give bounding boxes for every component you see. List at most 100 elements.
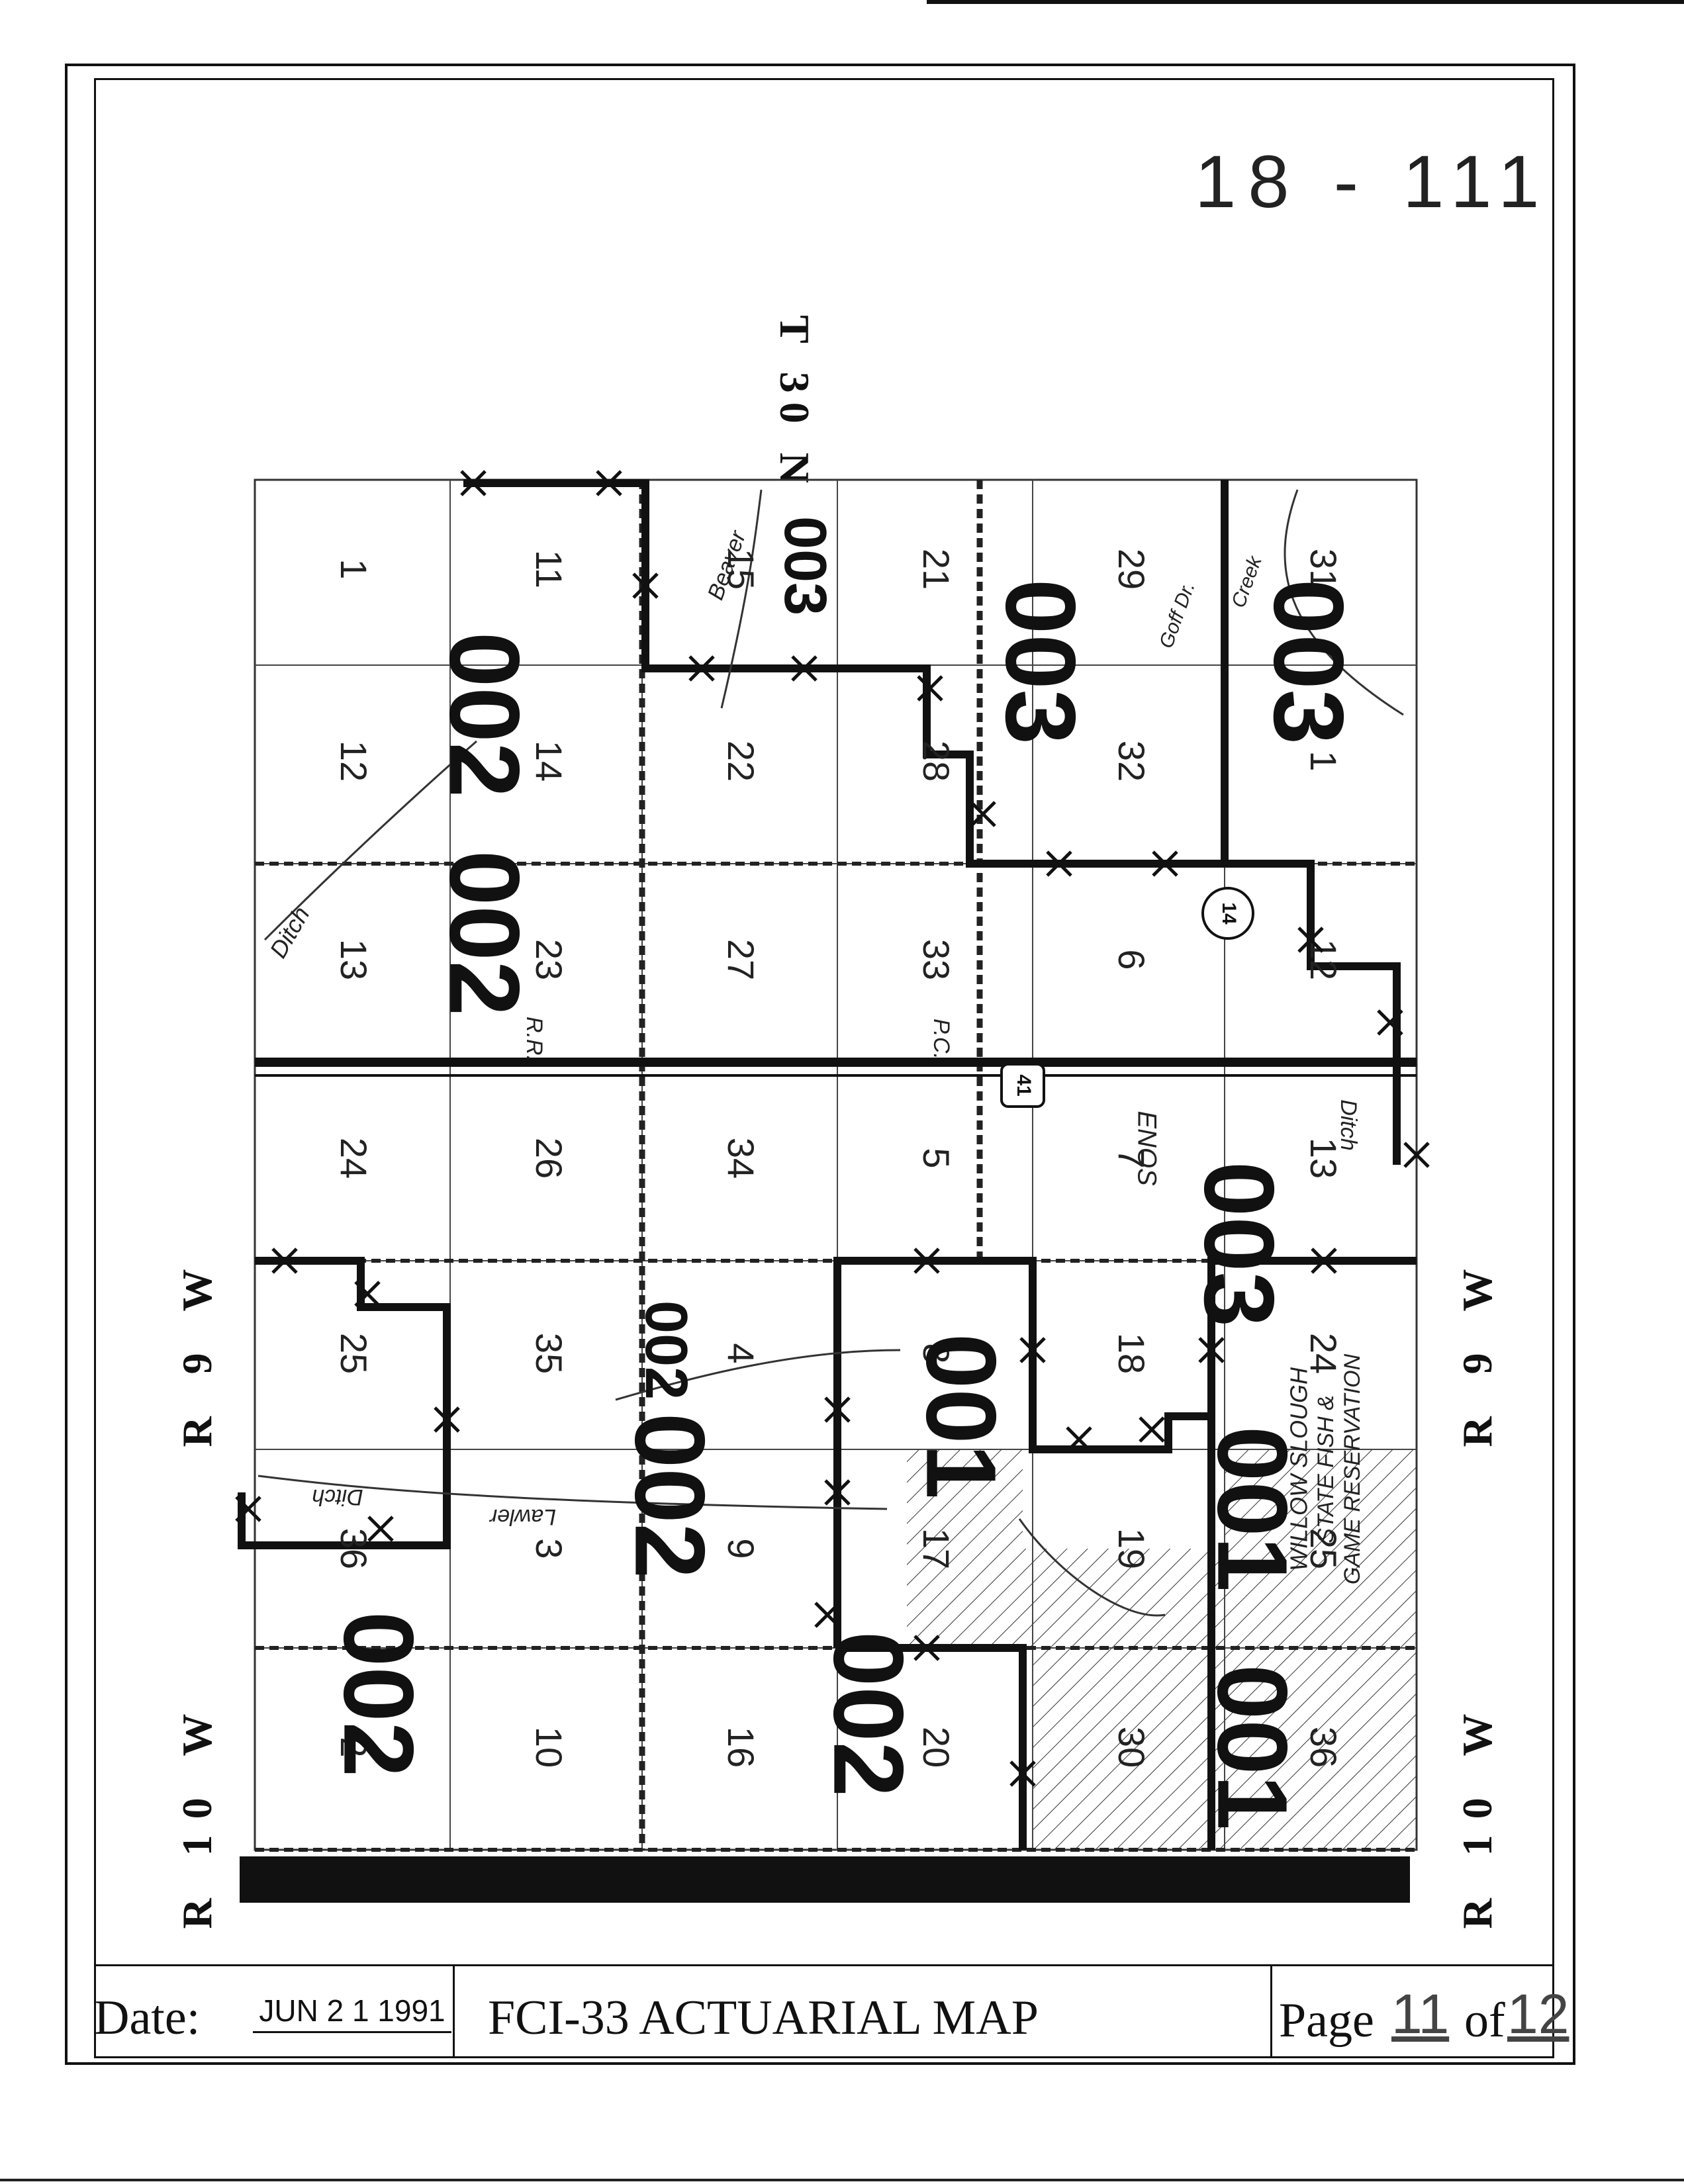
section-number: 14 xyxy=(528,741,570,782)
boundary-tick-mark xyxy=(1311,1248,1337,1274)
zone-label: 001 xyxy=(1197,1664,1308,1830)
of-label: of xyxy=(1464,1993,1505,2048)
section-number: 13 xyxy=(1303,1138,1344,1179)
section-number: 35 xyxy=(528,1333,570,1374)
section-number: 26 xyxy=(528,1138,570,1179)
footer-bar: Date: JUN 2 1 1991 FCI-33 ACTUARIAL MAP … xyxy=(94,1964,1569,2058)
route-marker-label: 14 xyxy=(1218,902,1240,925)
section-number: 13 xyxy=(333,939,375,980)
boundary-tick-mark xyxy=(1198,1337,1225,1363)
section-number: 18 xyxy=(1111,1333,1152,1374)
section-number: 29 xyxy=(1111,549,1152,590)
boundary-tick-mark xyxy=(460,470,487,496)
section-number: 12 xyxy=(1303,939,1344,980)
section-number: 17 xyxy=(915,1528,957,1569)
map-outline xyxy=(254,478,1418,1851)
zone-label: 003 xyxy=(1184,1161,1295,1327)
boundary-tick-mark xyxy=(1046,850,1072,877)
feature-label: Goff Dr. xyxy=(1155,579,1199,651)
boundary-tick-mark xyxy=(596,470,622,496)
boundary-tick-mark xyxy=(235,1496,261,1522)
feature-label: P.C. xyxy=(929,1019,954,1060)
boundary-tick-mark xyxy=(917,675,943,702)
waterway-line xyxy=(1018,1518,1166,1617)
boundary-tick-mark xyxy=(814,1602,841,1628)
feature-label: R.R. xyxy=(522,1017,547,1062)
waterway-line xyxy=(263,740,477,941)
section-number: 4 xyxy=(720,1343,762,1363)
boundary-tick-mark xyxy=(1403,1142,1430,1168)
section-number: 23 xyxy=(528,939,570,980)
map-title: FCI-33 ACTUARIAL MAP xyxy=(488,1991,1039,2045)
zone-label: 003 xyxy=(772,516,838,615)
boundary-tick-mark xyxy=(824,1396,851,1423)
zone-label: 002 xyxy=(429,850,540,1016)
feature-label: STATE FISH & xyxy=(1313,1395,1338,1543)
section-number: 16 xyxy=(720,1727,762,1768)
feature-label: WILLOW SLOUGH xyxy=(1286,1367,1313,1571)
section-number: 8 xyxy=(915,1343,957,1363)
map-code: 18 - 111 xyxy=(1195,140,1552,223)
section-number: 28 xyxy=(915,741,957,782)
bottom-edge-line xyxy=(0,2179,1684,2181)
feature-label: Lawler xyxy=(489,1504,556,1529)
zone-boundary xyxy=(837,1644,1027,1850)
zone-label: 001 xyxy=(906,1334,1017,1499)
zone-label: 001 xyxy=(1197,1426,1308,1592)
section-number: 20 xyxy=(915,1727,957,1768)
section-number: 11 xyxy=(528,550,570,588)
boundary-tick-mark xyxy=(632,572,659,599)
footer-title-cell: FCI-33 ACTUARIAL MAP xyxy=(455,1966,1272,2058)
feature-label: Ditch xyxy=(312,1484,363,1510)
waterway-line xyxy=(615,1349,901,1401)
zone-label: 003 xyxy=(1253,579,1364,745)
boundary-tick-mark xyxy=(367,1516,394,1542)
section-number: 27 xyxy=(720,939,762,980)
zone-label: 002 xyxy=(323,1612,434,1777)
boundary-tick-mark xyxy=(824,1479,851,1506)
boundary-tick-mark xyxy=(271,1248,298,1274)
waterway-line xyxy=(1284,489,1404,716)
waterway-line xyxy=(720,489,763,709)
section-number: 21 xyxy=(915,549,957,590)
inner-border xyxy=(94,78,1554,2058)
waterway-line xyxy=(257,1475,888,1510)
section-number: 36 xyxy=(1303,1727,1344,1768)
boundary-tick-mark xyxy=(688,655,715,682)
zone-boundary xyxy=(463,479,1401,1165)
section-number: 5 xyxy=(915,1148,957,1168)
section-number: 15 xyxy=(720,549,762,590)
boundary-tick-mark xyxy=(1152,850,1178,877)
boundary-tick-mark xyxy=(1297,927,1324,953)
feature-label: ENOS xyxy=(1132,1111,1161,1186)
outer-border xyxy=(65,64,1575,2065)
section-number: 7 xyxy=(1111,1148,1152,1168)
section-number: 1 xyxy=(333,559,375,579)
boundary-tick-mark xyxy=(913,1248,940,1274)
route-marker-label: 41 xyxy=(1013,1074,1035,1096)
page-total: 12 xyxy=(1507,1983,1569,2045)
section-number: 3 xyxy=(528,1538,570,1559)
section-number: 30 xyxy=(1111,1727,1152,1768)
date-value: JUN 2 1 1991 xyxy=(253,1993,451,2033)
boundary-tick-mark xyxy=(1377,1009,1403,1036)
page-label: Page xyxy=(1279,1993,1374,2048)
section-number: 19 xyxy=(1111,1528,1152,1569)
boundary-tick-mark xyxy=(434,1406,460,1433)
section-number: 10 xyxy=(528,1727,570,1768)
section-number: 32 xyxy=(1111,741,1152,782)
section-number: 12 xyxy=(333,741,375,782)
zone-label: 002 xyxy=(633,1300,699,1400)
section-number: 33 xyxy=(915,939,957,980)
boundary-tick-mark xyxy=(1019,1337,1046,1363)
section-number: 24 xyxy=(333,1138,375,1179)
boundary-tick-mark xyxy=(1139,1416,1165,1443)
route-marker-circle xyxy=(1201,887,1254,940)
section-number: 31 xyxy=(1303,549,1344,590)
section-number: 25 xyxy=(1303,1528,1344,1569)
section-number: 2 xyxy=(333,1737,375,1757)
footer-page-cell: Page 11 of 12 xyxy=(1272,1966,1569,2058)
section-number: 34 xyxy=(720,1138,762,1179)
feature-label: GAME RESERVATION xyxy=(1340,1353,1365,1584)
feature-label: Ditch xyxy=(1336,1099,1361,1150)
